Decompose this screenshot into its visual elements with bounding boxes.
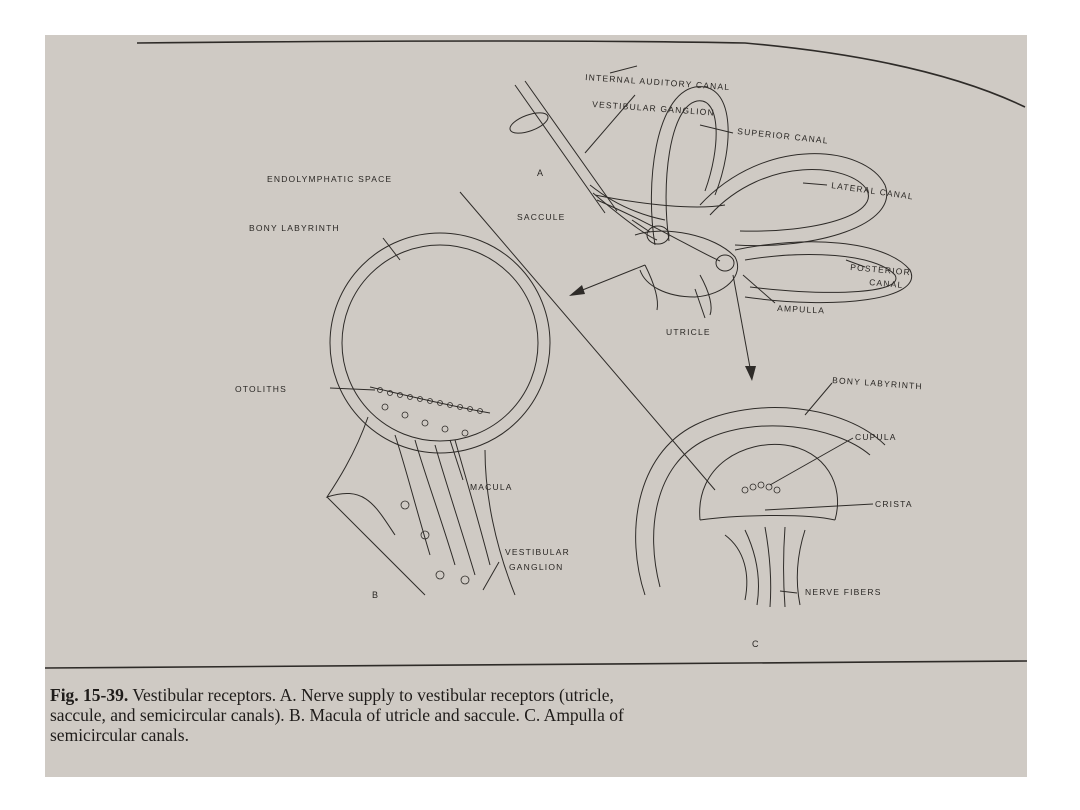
label-crista: CRISTA <box>875 499 913 509</box>
panel-b-macula <box>325 232 551 596</box>
label-vestibular-ganglion-a: VESTIBULAR GANGLION <box>592 99 715 118</box>
caption-line-3: semicircular canals. <box>50 725 189 745</box>
label-vestibular-ganglion-b-1: VESTIBULAR <box>505 547 570 557</box>
label-nerve-fibers: NERVE FIBERS <box>805 587 882 597</box>
panel-c-ampulla <box>635 382 886 608</box>
label-ampulla: AMPULLA <box>777 303 826 316</box>
figure-caption: Fig. 15-39. Vestibular receptors. A. Ner… <box>50 685 810 745</box>
label-saccule: SACCULE <box>517 212 566 222</box>
caption-figure-number: Fig. 15-39. <box>50 685 129 705</box>
textbook-photo: INTERNAL AUDITORY CANAL VESTIBULAR GANGL… <box>45 35 1027 777</box>
otolith-dots <box>377 387 483 585</box>
vestibular-receptors-diagram: INTERNAL AUDITORY CANAL VESTIBULAR GANGL… <box>45 40 1027 669</box>
label-otoliths: OTOLITHS <box>235 384 287 394</box>
label-panel-a: A <box>537 168 543 178</box>
label-vestibular-ganglion-b-2: GANGLION <box>509 562 563 572</box>
label-posterior-canal-2: CANAL <box>869 277 904 290</box>
label-superior-canal: SUPERIOR CANAL <box>737 126 829 146</box>
top-rule <box>136 40 1026 108</box>
label-lateral-canal: LATERAL CANAL <box>831 180 915 201</box>
label-endolymphatic-space: ENDOLYMPHATIC SPACE <box>267 174 392 184</box>
label-bony-labyrinth-b: BONY LABYRINTH <box>249 223 340 233</box>
label-cupula: CUPULA <box>855 432 897 442</box>
label-panel-c: C <box>752 639 759 649</box>
label-bony-labyrinth-c: BONY LABYRINTH <box>832 375 923 391</box>
label-macula: MACULA <box>470 482 513 492</box>
label-internal-auditory-canal: INTERNAL AUDITORY CANAL <box>585 72 731 92</box>
label-utricle: UTRICLE <box>666 327 711 337</box>
label-panel-b: B <box>372 590 378 600</box>
label-posterior-canal-1: POSTERIOR <box>850 262 912 277</box>
panel-a-labyrinth <box>459 65 913 491</box>
caption-line-2: saccule, and semicircular canals). B. Ma… <box>50 705 624 725</box>
caption-line-1: Vestibular receptors. A. Nerve supply to… <box>128 685 614 705</box>
bottom-rule <box>45 660 1027 669</box>
